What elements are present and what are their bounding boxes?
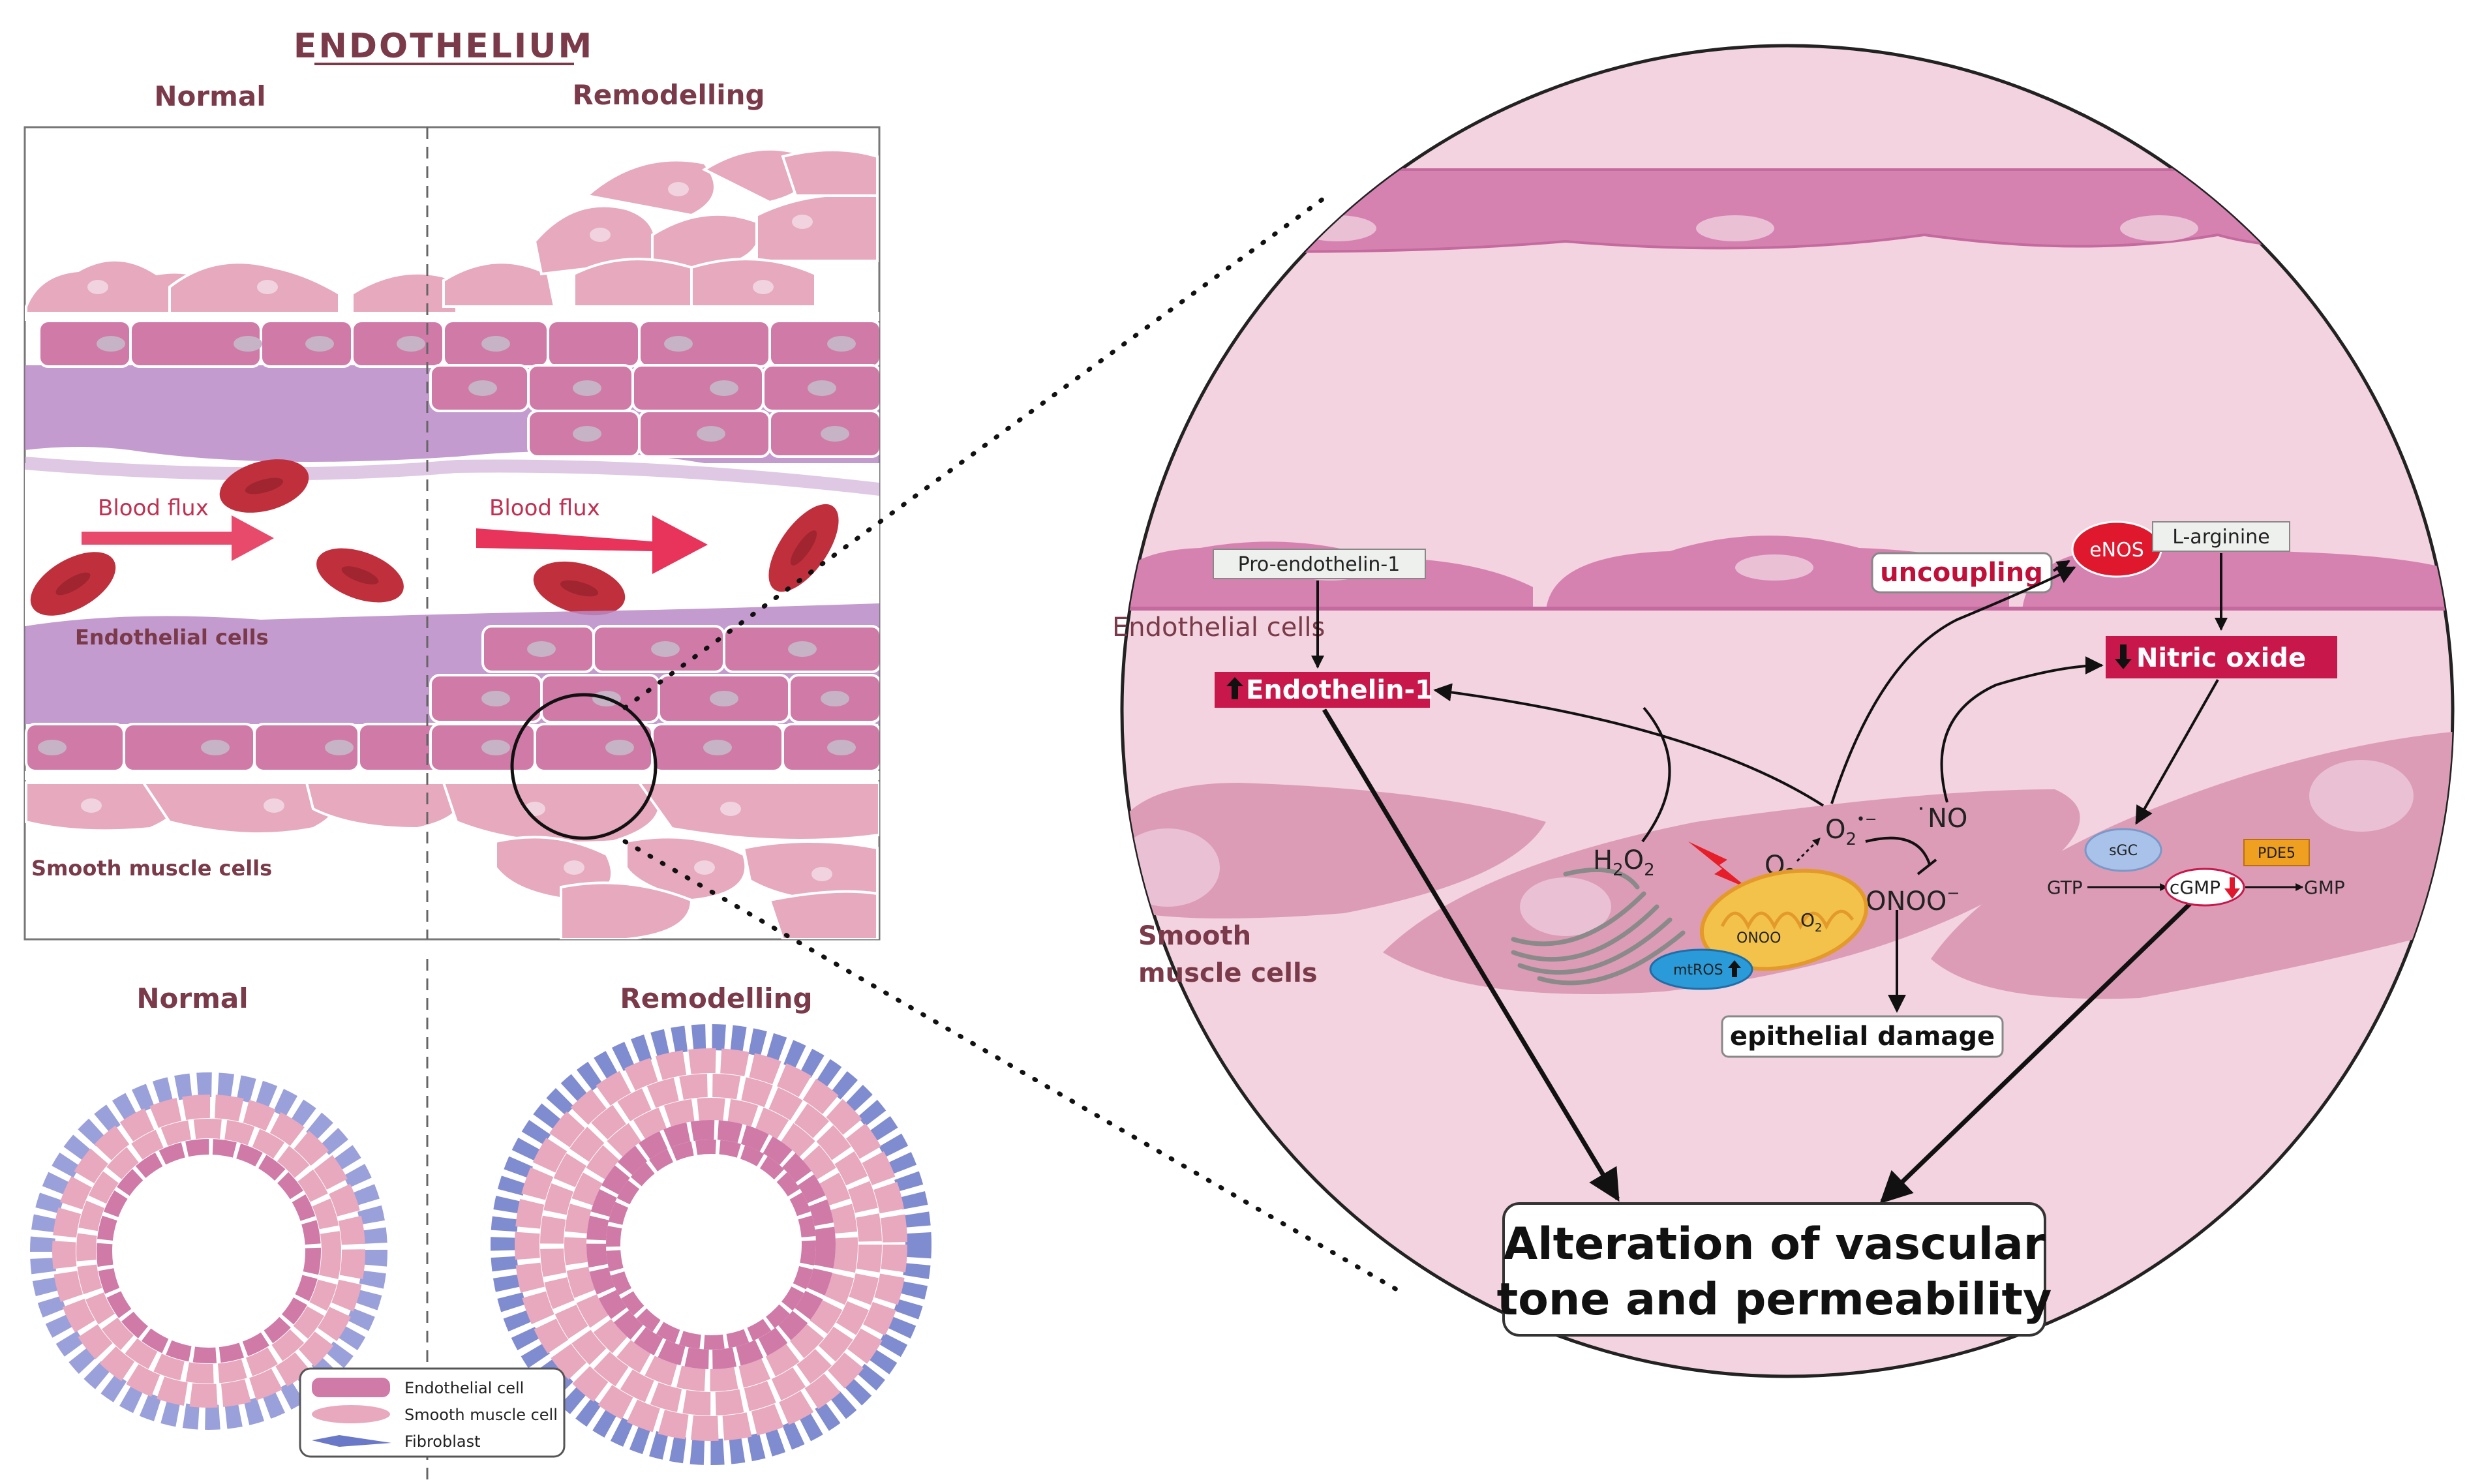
legend-fibroblast-label: Fibroblast	[404, 1432, 481, 1451]
top-normal-label: Normal	[154, 80, 265, 112]
bottom-remodelling-label: Remodelling	[620, 982, 812, 1014]
remodelled-vessel-cross-section	[491, 1024, 932, 1465]
outcome-line-2: tone and permeability	[1497, 1274, 2052, 1325]
legend-swatch-smooth	[312, 1405, 390, 1423]
l-arginine-box	[2152, 521, 2290, 552]
down-arrow-icon	[2115, 644, 2132, 669]
pro-endothelin-box	[1213, 549, 1426, 579]
gmp-label: GMP	[2304, 877, 2345, 898]
up-arrow-icon	[1226, 677, 1243, 699]
zoom-detail-circle	[1120, 44, 2455, 1378]
pde5-label: PDE5	[2258, 845, 2295, 862]
normal-vessel-cross-section	[30, 1072, 387, 1430]
mito-o2-label: O2	[1800, 909, 1823, 935]
outcome-box	[1502, 1202, 2046, 1337]
ros-arrows	[1433, 566, 2104, 875]
nitric-oxide-box	[2106, 636, 2337, 678]
nitric-oxide-label: Nitric oxide	[2136, 643, 2306, 673]
sgc-ellipse	[2084, 828, 2162, 872]
no-radical-label: ˙NO	[1915, 804, 1967, 834]
zoom-focus-circle	[510, 693, 658, 840]
cgmp-ellipse	[2164, 868, 2245, 907]
endothelium-title: ENDOTHELIUM	[294, 27, 594, 66]
cgmp-label: cGMP	[2170, 877, 2220, 898]
enos-label: eNOS	[2089, 539, 2144, 562]
legend: Endothelial cell Smooth muscle cell Fibr…	[299, 1367, 566, 1458]
l-arginine-label: L-arginine	[2172, 526, 2269, 549]
mtros-up-arrow-icon	[1728, 960, 1741, 977]
arrow-cgmp-to-outcome	[1879, 897, 2197, 1204]
uncoupling-label: uncoupling	[1880, 558, 2043, 588]
legend-swatch-fibroblast	[312, 1435, 391, 1447]
bottom-smooth-muscle-layer	[25, 781, 879, 939]
outcome-line-1: Alteration of vascular	[1504, 1219, 2046, 1270]
blood-flux-label-right: Blood flux	[489, 495, 600, 521]
smooth-muscle-cell-left	[1122, 783, 1546, 918]
mtros-label: mtROS	[1673, 962, 1723, 978]
smooth-muscle-cells-label: Smooth muscle cells	[31, 856, 272, 881]
blood-flux-arrow-left	[82, 515, 274, 561]
arrow-o2-to-superoxide	[1796, 837, 1821, 862]
smooth-muscle-zoom-label-2: muscle cells	[1138, 958, 1318, 988]
arrow-endothelin-to-outcome	[1322, 708, 1620, 1202]
zoom-connector-lines	[622, 193, 1408, 1297]
peroxynitrite-label: ONOO−	[1866, 884, 1960, 916]
superoxide-label: O2•−	[1825, 811, 1877, 849]
uncoupling-box	[1871, 552, 2053, 594]
epithelial-damage-box	[1721, 1015, 2004, 1058]
bottom-normal-label: Normal	[136, 982, 248, 1014]
sgc-label: sGC	[2109, 843, 2138, 859]
cgmp-down-arrow-icon	[2224, 877, 2240, 899]
blood-flux-arrow-right	[476, 515, 708, 574]
pde5-box	[2243, 839, 2310, 866]
endothelin-box	[1215, 672, 1430, 708]
legend-swatch-endothelial	[312, 1378, 390, 1397]
arrow-no-pathway-down	[2135, 679, 2219, 825]
mito-onoo-label: ONOO	[1736, 930, 1781, 946]
mitochondrion: ONOO O2	[1699, 868, 1869, 971]
pro-endothelin-label: Pro-endothelin-1	[1238, 553, 1401, 576]
h2o2-label: H2O2	[1593, 845, 1655, 880]
vessel-section-panel: Blood flux Blood flux	[23, 126, 881, 941]
endothelial-cells-label: Endothelial cells	[75, 625, 269, 650]
blood-flux-label-left: Blood flux	[98, 495, 209, 521]
legend-endothelial-label: Endothelial cell	[404, 1379, 524, 1397]
top-smooth-muscle-layer	[25, 147, 879, 314]
lightning-bolt-icon	[1688, 841, 1748, 888]
smooth-muscle-zoom-label-1: Smooth	[1138, 921, 1251, 951]
endothelial-cells-zoom-label: Endothelial cells	[1112, 613, 1325, 643]
gtp-label: GTP	[2047, 877, 2083, 898]
epithelial-damage-label: epithelial damage	[1730, 1022, 1995, 1052]
endoplasmic-reticulum	[1511, 867, 1686, 986]
top-remodelling-label: Remodelling	[572, 79, 765, 111]
endothelin-label: Endothelin-1	[1246, 675, 1433, 705]
legend-smooth-label: Smooth muscle cell	[404, 1406, 558, 1424]
mtros-badge	[1649, 948, 1753, 990]
